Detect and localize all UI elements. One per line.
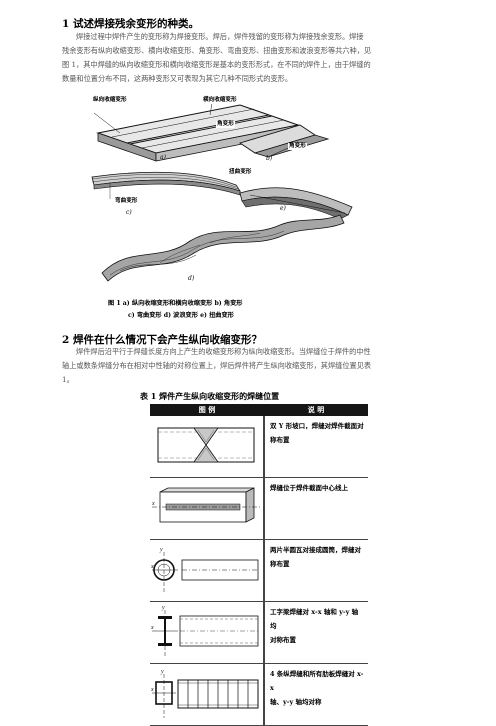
axis-x-label: x: [151, 501, 155, 507]
plate-wave: [101, 214, 345, 282]
label-transverse: 横向收缩变形: [202, 97, 238, 104]
axis-y-label: y: [160, 669, 164, 675]
table-header-row: 图 例 说 明: [150, 404, 368, 416]
axis-x-label: x: [150, 625, 154, 631]
axis-y-label: y: [159, 547, 163, 553]
table-row: y x 4 条纵焊缝和所有肋板焊缝对 x-x 轴、y-y 轴均对称: [150, 663, 368, 726]
table-row: y x 工字梁焊缝对 x-x 轴和 y-y 轴均 对称布置: [150, 601, 368, 664]
plate-bending: [91, 171, 241, 199]
plate-longitudinal-shrinkage: [93, 102, 300, 162]
sublabel-e: e): [280, 205, 286, 212]
figure-1-caption-line-2: c) 弯曲变形 d) 波浪变形 e) 扭曲变形: [128, 312, 234, 319]
row-desc-line-1: 工字梁焊缝对 x-x 轴和 y-y 轴均: [270, 608, 359, 630]
label-bending: 弯曲变形: [114, 198, 139, 205]
paragraph-line: 残余变形有纵向收缩变形、横向收缩变形、角变形、弯曲变形、扭曲变形和波浪变形等共六…: [62, 46, 372, 55]
sublabel-d: d): [188, 275, 195, 282]
header-description: 说 明: [264, 404, 368, 416]
figure-1-deformations: 纵向收缩变形 横向收缩变形 角变形 角变形 扭曲变形 弯曲变形 a) b) c)…: [90, 95, 400, 305]
table-row: y x 两片半圆瓦对接成圆筒，焊缝对 称布置: [150, 539, 368, 602]
plate-twist: [239, 187, 353, 220]
sublabel-b: b): [266, 155, 273, 162]
section-2-heading: 2 焊件在什么情况下会产生纵向收缩变形？: [62, 334, 262, 346]
paragraph-line: 数量和位置分布不同，这两种变形又可表现为其它几种不同形式的变形。: [62, 74, 293, 83]
row-desc-line-1: 焊缝位于焊件截面中心线上: [270, 484, 348, 492]
paragraph-line: 1。: [62, 375, 74, 384]
table-row: 双 Y 形坡口，焊缝对焊件截面对 称布置: [150, 416, 368, 478]
row-desc-line-2: 对称布置: [270, 636, 296, 644]
sublabel-c: c): [126, 209, 132, 216]
figure-1-drawing: [91, 102, 353, 282]
table-1-title: 表 1 焊件产生纵向收缩变形的焊缝位置: [140, 391, 280, 401]
diagram-box-beam-ribs: y x: [150, 669, 259, 718]
label-twist: 扭曲变形: [228, 169, 253, 176]
label-angular-a: 角变形: [216, 121, 235, 128]
figure-1-caption-line-1: 图 1 a) 纵向收缩变形和横向收缩变形 b) 角变形: [108, 300, 243, 307]
paragraph-line: 焊接过程中焊件产生的变形称为焊接变形。焊后，焊件残留的变形称为焊接残余变形。焊接: [76, 32, 364, 41]
row-desc-line-2: 称布置: [270, 560, 290, 568]
sublabel-a: a): [160, 154, 166, 161]
axis-x-label: x: [150, 564, 154, 570]
header-figure: 图 例: [150, 404, 264, 416]
label-longitudinal: 纵向收缩变形: [92, 97, 128, 104]
row-desc-line-2: 轴、y-y 轴均对称: [270, 698, 322, 706]
diagram-center-line-weld: x: [151, 487, 262, 523]
paragraph-line: 轴上或数条焊缝分布在相对中性轴的对称位置上，焊后焊件将产生纵向收缩变形，其焊缝位…: [62, 361, 372, 370]
paragraph-line: 图 1，其中焊缝的纵向收缩变形和横向收缩变形是基本的变形形式，在不同的焊件上，由…: [62, 60, 371, 69]
diagram-half-shell-cylinder: y x: [150, 547, 259, 592]
axis-x-label: x: [150, 687, 154, 693]
label-angular-b: 角变形: [288, 143, 307, 150]
diagram-double-v-butt: [157, 427, 255, 463]
paragraph-line: 焊件焊后沿平行于焊缝长度方向上产生的收缩变形称为纵向收缩变形。当焊缝位于焊件的中…: [76, 347, 371, 356]
table-row: x 焊缝位于焊件截面中心线上: [150, 477, 368, 540]
section-1-heading: 1 试述焊接残余变形的种类。: [62, 18, 199, 30]
row-desc-line-2: 称布置: [270, 436, 290, 444]
row-desc-line-1: 双 Y 形坡口，焊缝对焊件截面对: [270, 422, 364, 430]
axis-y-label: y: [161, 605, 165, 611]
diagram-i-beam: y x: [150, 605, 259, 656]
row-desc-line-1: 两片半圆瓦对接成圆筒，焊缝对: [270, 546, 361, 554]
table-1: 图 例 说 明 双 Y 形坡口，焊缝对焊件截面对 称布置: [150, 404, 368, 726]
row-desc-line-1: 4 条纵焊缝和所有肋板焊缝对 x-x: [270, 670, 364, 692]
